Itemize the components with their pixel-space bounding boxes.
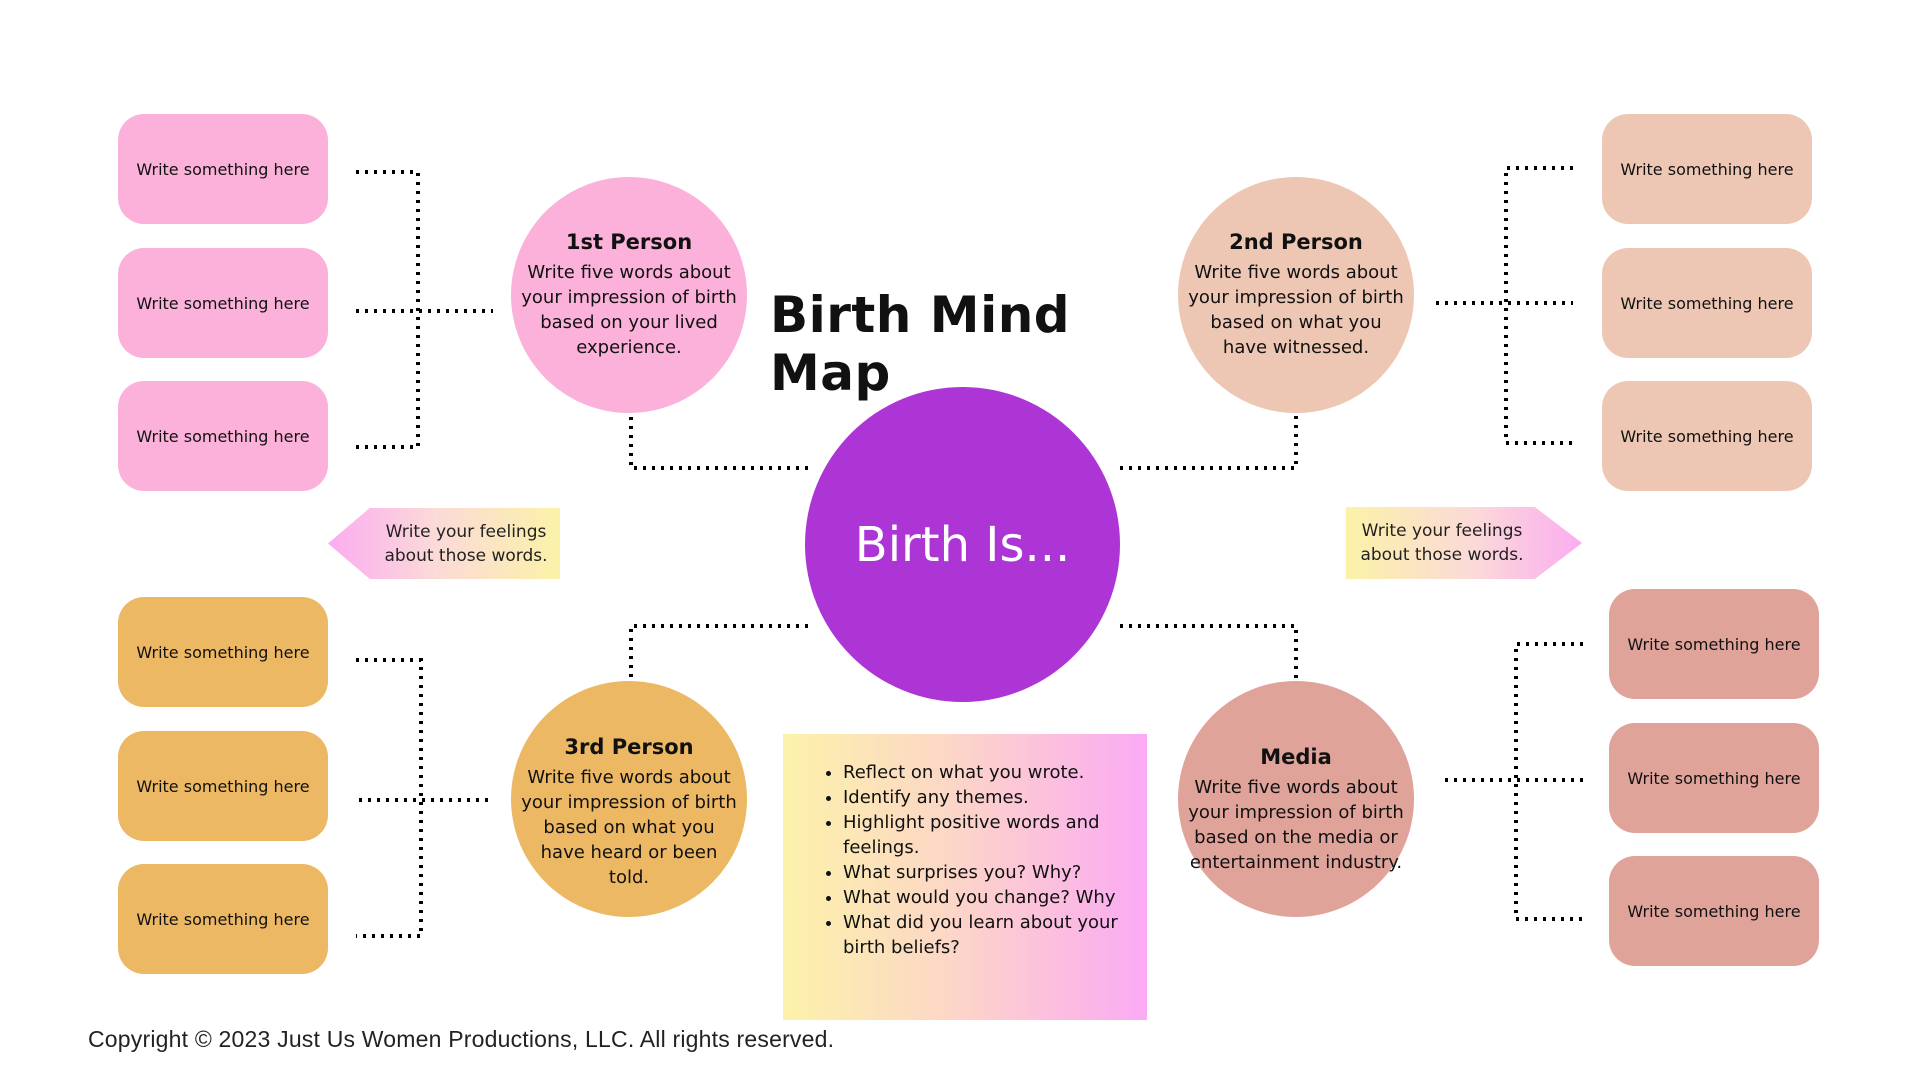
reflection-list: Reflect on what you wrote. Identify any … bbox=[817, 760, 1127, 960]
reflection-item: What surprises you? Why? bbox=[843, 860, 1127, 885]
box-label: Write something here bbox=[136, 293, 310, 313]
reflection-item: What would you change? Why bbox=[843, 885, 1127, 910]
box-label: Write something here bbox=[136, 642, 310, 662]
reflection-item: Identify any themes. bbox=[843, 785, 1127, 810]
node-title: 3rd Person bbox=[564, 734, 694, 759]
box-label: Write something here bbox=[136, 776, 310, 796]
node-title: 1st Person bbox=[565, 230, 693, 254]
third-person-box-1[interactable]: Write something here bbox=[118, 597, 328, 707]
box-label: Write something here bbox=[136, 159, 310, 179]
first-person-box-1[interactable]: Write something here bbox=[118, 114, 328, 224]
first-person-box-2[interactable]: Write something here bbox=[118, 248, 328, 358]
third-person-box-2[interactable]: Write something here bbox=[118, 731, 328, 841]
node-description: Write five words about your impression o… bbox=[1188, 777, 1404, 873]
media-box-3[interactable]: Write something here bbox=[1609, 856, 1819, 966]
reflection-item: Highlight positive words and feelings. bbox=[843, 810, 1127, 860]
third-person-circle: 3rd Person Write five words about your i… bbox=[511, 681, 747, 917]
copyright-notice: Copyright © 2023 Just Us Women Productio… bbox=[88, 1026, 835, 1052]
node-description: Write five words about your impression o… bbox=[1188, 262, 1404, 358]
reflection-box: Reflect on what you wrote. Identify any … bbox=[783, 734, 1147, 1020]
media-circle: Media Write five words about your impres… bbox=[1178, 681, 1414, 917]
center-label: Birth Is... bbox=[854, 516, 1071, 573]
second-person-box-3[interactable]: Write something here bbox=[1602, 381, 1812, 491]
first-person-circle: 1st Person Write five words about your i… bbox=[511, 177, 747, 413]
second-person-box-1[interactable]: Write something here bbox=[1602, 114, 1812, 224]
node-title: 2nd Person bbox=[1229, 230, 1363, 254]
reflection-item: What did you learn about your birth beli… bbox=[843, 910, 1127, 960]
box-label: Write something here bbox=[1627, 634, 1801, 654]
feelings-arrow-right[interactable]: Write your feelings about those words. bbox=[1346, 507, 1582, 579]
center-circle: Birth Is... bbox=[805, 387, 1120, 702]
feelings-label: Write your feelings about those words. bbox=[384, 521, 548, 566]
feelings-label: Write your feelings about those words. bbox=[1360, 521, 1524, 565]
box-label: Write something here bbox=[136, 909, 310, 929]
box-label: Write something here bbox=[1620, 293, 1794, 313]
page-title: Birth Mind Map bbox=[770, 286, 1071, 402]
first-person-box-3[interactable]: Write something here bbox=[118, 381, 328, 491]
node-description: Write five words about your impression o… bbox=[521, 262, 737, 358]
media-box-2[interactable]: Write something here bbox=[1609, 723, 1819, 833]
box-label: Write something here bbox=[1620, 159, 1794, 179]
box-label: Write something here bbox=[1627, 901, 1801, 921]
feelings-arrow-left[interactable]: Write your feelings about those words. bbox=[328, 508, 560, 579]
second-person-box-2[interactable]: Write something here bbox=[1602, 248, 1812, 358]
media-box-1[interactable]: Write something here bbox=[1609, 589, 1819, 699]
third-person-box-3[interactable]: Write something here bbox=[118, 864, 328, 974]
box-label: Write something here bbox=[1620, 426, 1794, 446]
box-label: Write something here bbox=[136, 426, 310, 446]
box-label: Write something here bbox=[1627, 768, 1801, 788]
node-title: Media bbox=[1260, 745, 1332, 769]
node-description: Write five words about your impression o… bbox=[521, 766, 737, 888]
second-person-circle: 2nd Person Write five words about your i… bbox=[1178, 177, 1414, 413]
reflection-item: Reflect on what you wrote. bbox=[843, 760, 1127, 785]
